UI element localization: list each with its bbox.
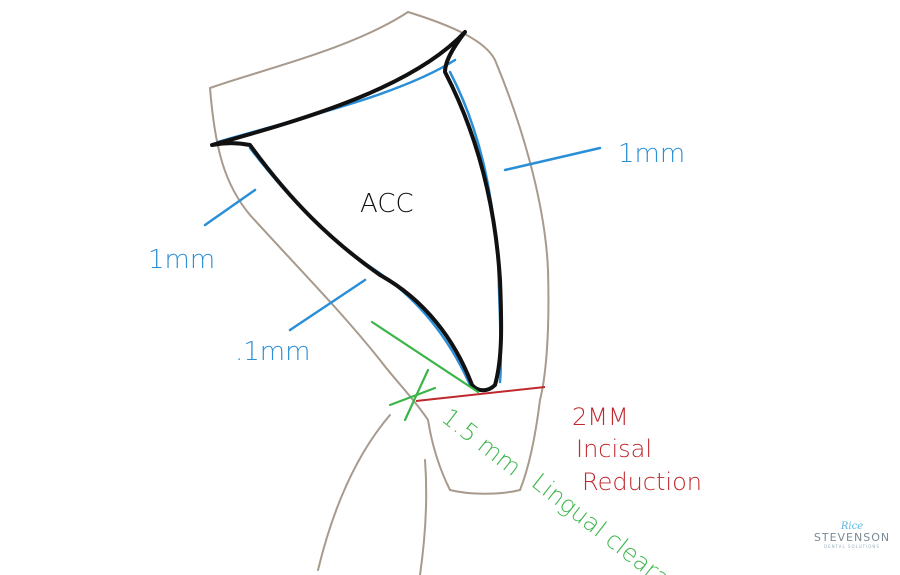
incisal-line1-label: Incisal [576, 435, 652, 463]
facial-leader [503, 146, 602, 172]
tooth-outline [208, 10, 550, 495]
incisal-reduction-line [415, 386, 546, 402]
access-chamber-outline [210, 30, 504, 393]
adjacent-tooth-outline-2 [419, 459, 428, 575]
lingual-lower-leader [288, 278, 367, 332]
blue-offset-line [216, 58, 457, 144]
lingual-lower-1mm-label: .1mm [235, 337, 310, 367]
lingual-clearance-tick [403, 368, 430, 422]
chamber-label: ACC [360, 189, 414, 219]
facial-1mm-label: 1mm [618, 139, 685, 169]
lingual-upper-leader [203, 188, 257, 227]
lingual-upper-1mm-label: 1mm [148, 245, 215, 275]
lingual-clearance-tick [388, 386, 437, 407]
incisal-value-label: 2MM [572, 403, 629, 431]
logo-name: STEVENSON [813, 531, 891, 544]
lingual-clearance-line [370, 320, 480, 394]
adjacent-tooth-outline [317, 414, 391, 571]
stevenson-logo: Rice STEVENSON DENTAL SOLUTIONS [812, 522, 892, 550]
clearance-value-label: 1.5 mm [436, 403, 526, 482]
logo-sub: DENTAL SOLUTIONS [824, 544, 880, 549]
logo-script: Rice [840, 521, 864, 532]
incisal-line2-label: Reduction [582, 468, 702, 496]
